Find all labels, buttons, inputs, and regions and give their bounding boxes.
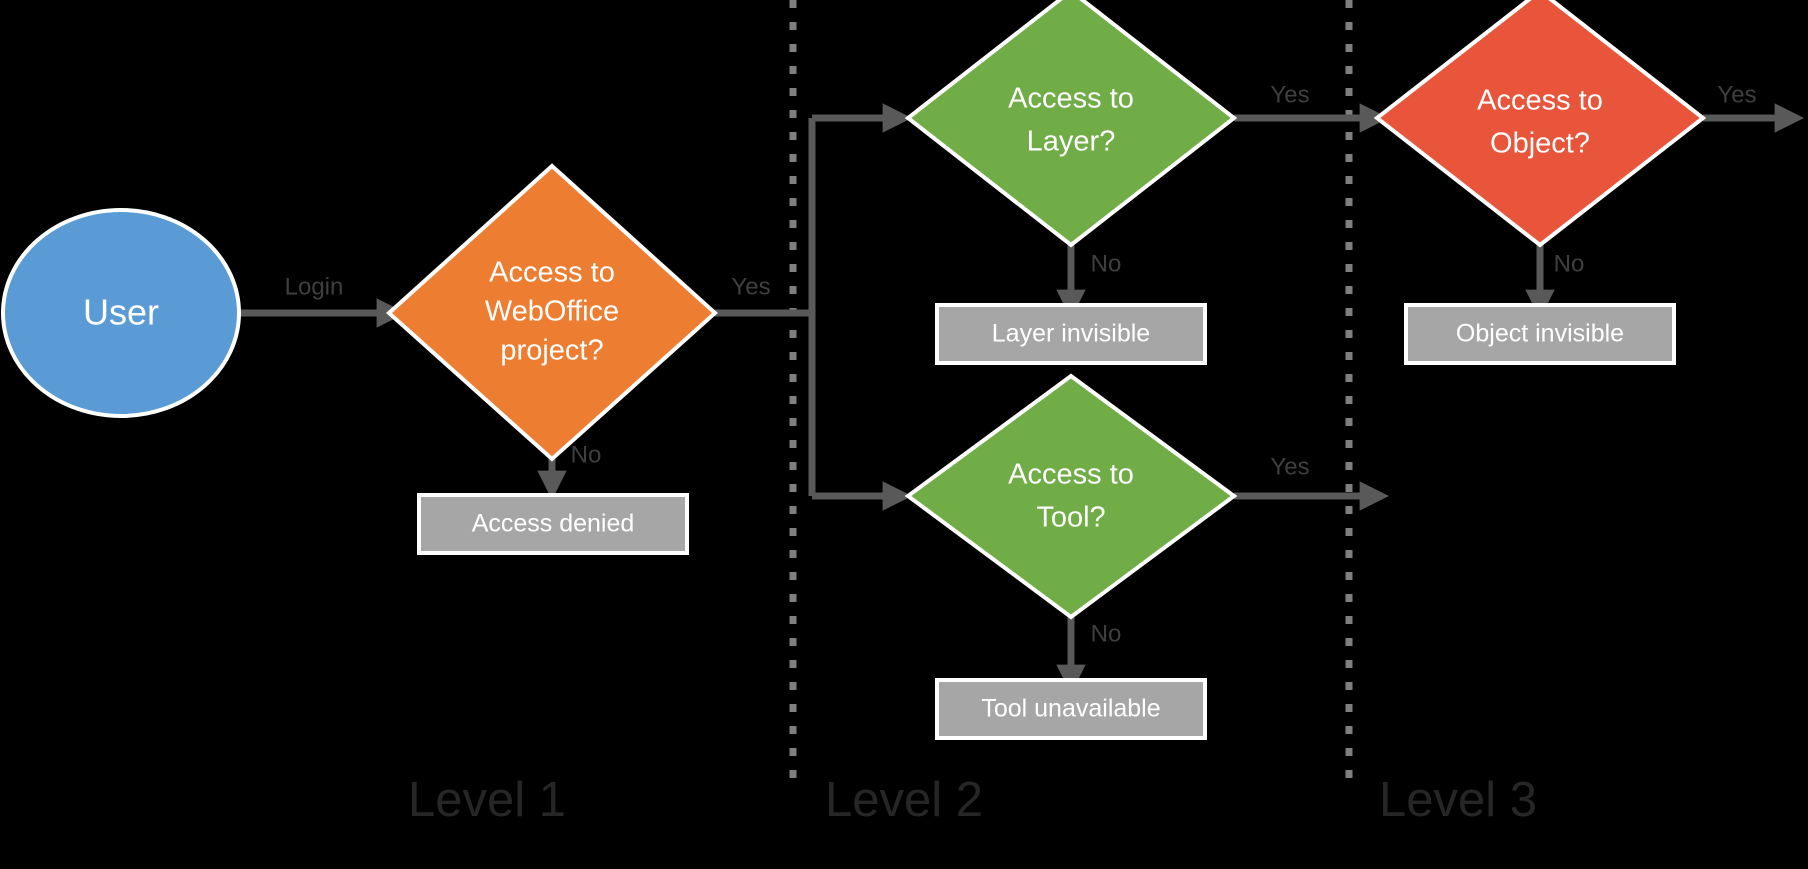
node-access-tool-line-1: Access to	[1008, 459, 1134, 491]
node-access-object-line-1: Access to	[1477, 85, 1603, 117]
edge-label-layer-yes: Yes	[1270, 81, 1309, 108]
node-access-denied[interactable]: Access denied	[417, 493, 689, 555]
node-access-object[interactable]: Access to Object?	[1373, 0, 1707, 248]
level-label-1: Level 1	[408, 773, 566, 827]
node-access-denied-label: Access denied	[472, 510, 635, 538]
node-access-weboffice-line-1: Access to	[489, 257, 615, 289]
edge-label-tool-no: No	[1091, 620, 1122, 647]
node-tool-unavailable-label: Tool unavailable	[981, 695, 1160, 723]
edge-label-weboffice-yes: Yes	[731, 273, 770, 300]
edge-label-login: Login	[285, 273, 344, 300]
node-access-layer[interactable]: Access to Layer?	[904, 0, 1238, 248]
node-access-tool[interactable]: Access to Tool?	[904, 373, 1238, 620]
node-user[interactable]: User	[1, 208, 241, 418]
level-label-2: Level 2	[825, 773, 983, 827]
edge-label-object-yes: Yes	[1717, 81, 1756, 108]
node-user-label: User	[83, 292, 159, 333]
edge-label-tool-yes: Yes	[1270, 453, 1309, 480]
node-access-weboffice-line-3: project?	[500, 335, 603, 367]
level-label-3: Level 3	[1379, 773, 1537, 827]
node-access-object-line-2: Object?	[1490, 128, 1590, 160]
node-access-weboffice-line-2: WebOffice	[485, 296, 619, 328]
node-access-tool-line-2: Tool?	[1036, 502, 1105, 534]
edge-label-weboffice-no: No	[571, 441, 602, 468]
node-layer-invisible-label: Layer invisible	[992, 320, 1150, 348]
node-tool-unavailable[interactable]: Tool unavailable	[935, 678, 1207, 740]
node-object-invisible-label: Object invisible	[1456, 320, 1624, 348]
edge-label-layer-no: No	[1091, 250, 1122, 277]
node-access-layer-line-1: Access to	[1008, 83, 1134, 115]
node-object-invisible[interactable]: Object invisible	[1404, 303, 1676, 365]
edge-label-object-no: No	[1554, 250, 1585, 277]
node-access-weboffice[interactable]: Access to WebOffice project?	[386, 163, 718, 462]
node-access-layer-line-2: Layer?	[1027, 126, 1116, 158]
node-layer-invisible[interactable]: Layer invisible	[935, 303, 1207, 365]
